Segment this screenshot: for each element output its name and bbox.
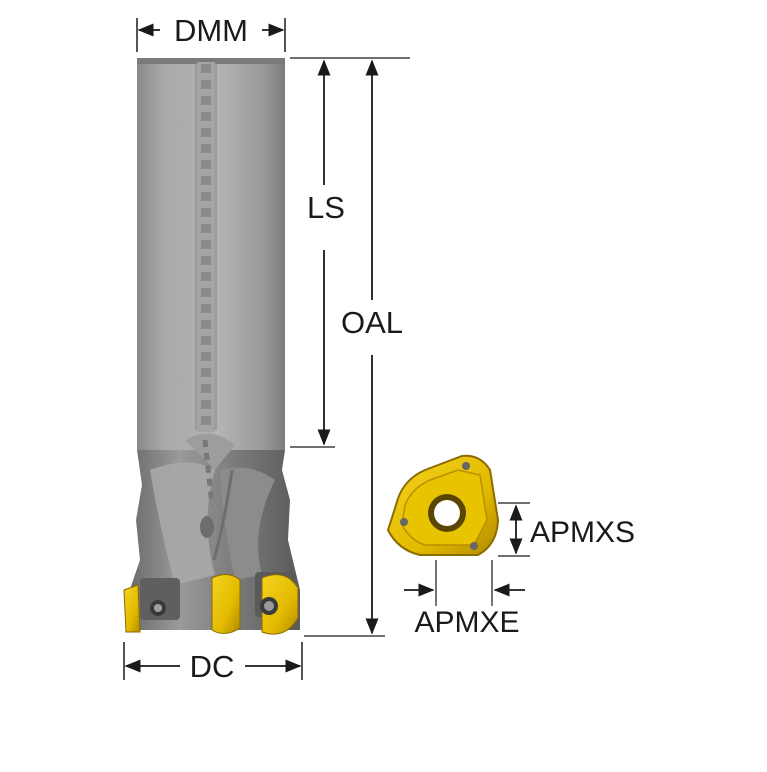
cutter-body xyxy=(128,433,300,630)
cutter-insert-right xyxy=(260,574,299,635)
cutter-insert-center xyxy=(211,574,241,634)
dimension-apmxs xyxy=(498,502,530,557)
cutter-insert-left xyxy=(123,584,141,633)
tool-shank xyxy=(137,58,285,450)
label-apmxs: APMXS xyxy=(530,516,635,549)
dimension-oal xyxy=(304,59,385,637)
dimension-dmm xyxy=(136,18,286,52)
label-dmm: DMM xyxy=(174,13,248,48)
label-apmxe: APMXE xyxy=(414,606,519,639)
dimension-ls xyxy=(290,57,410,448)
insert-detail xyxy=(386,454,500,556)
label-ls: LS xyxy=(307,190,345,225)
label-dc: DC xyxy=(190,649,235,684)
dimension-apmxe xyxy=(404,560,525,606)
label-oal: OAL xyxy=(341,305,403,340)
dimension-dc xyxy=(123,642,303,680)
insert-screw-left xyxy=(150,600,166,616)
